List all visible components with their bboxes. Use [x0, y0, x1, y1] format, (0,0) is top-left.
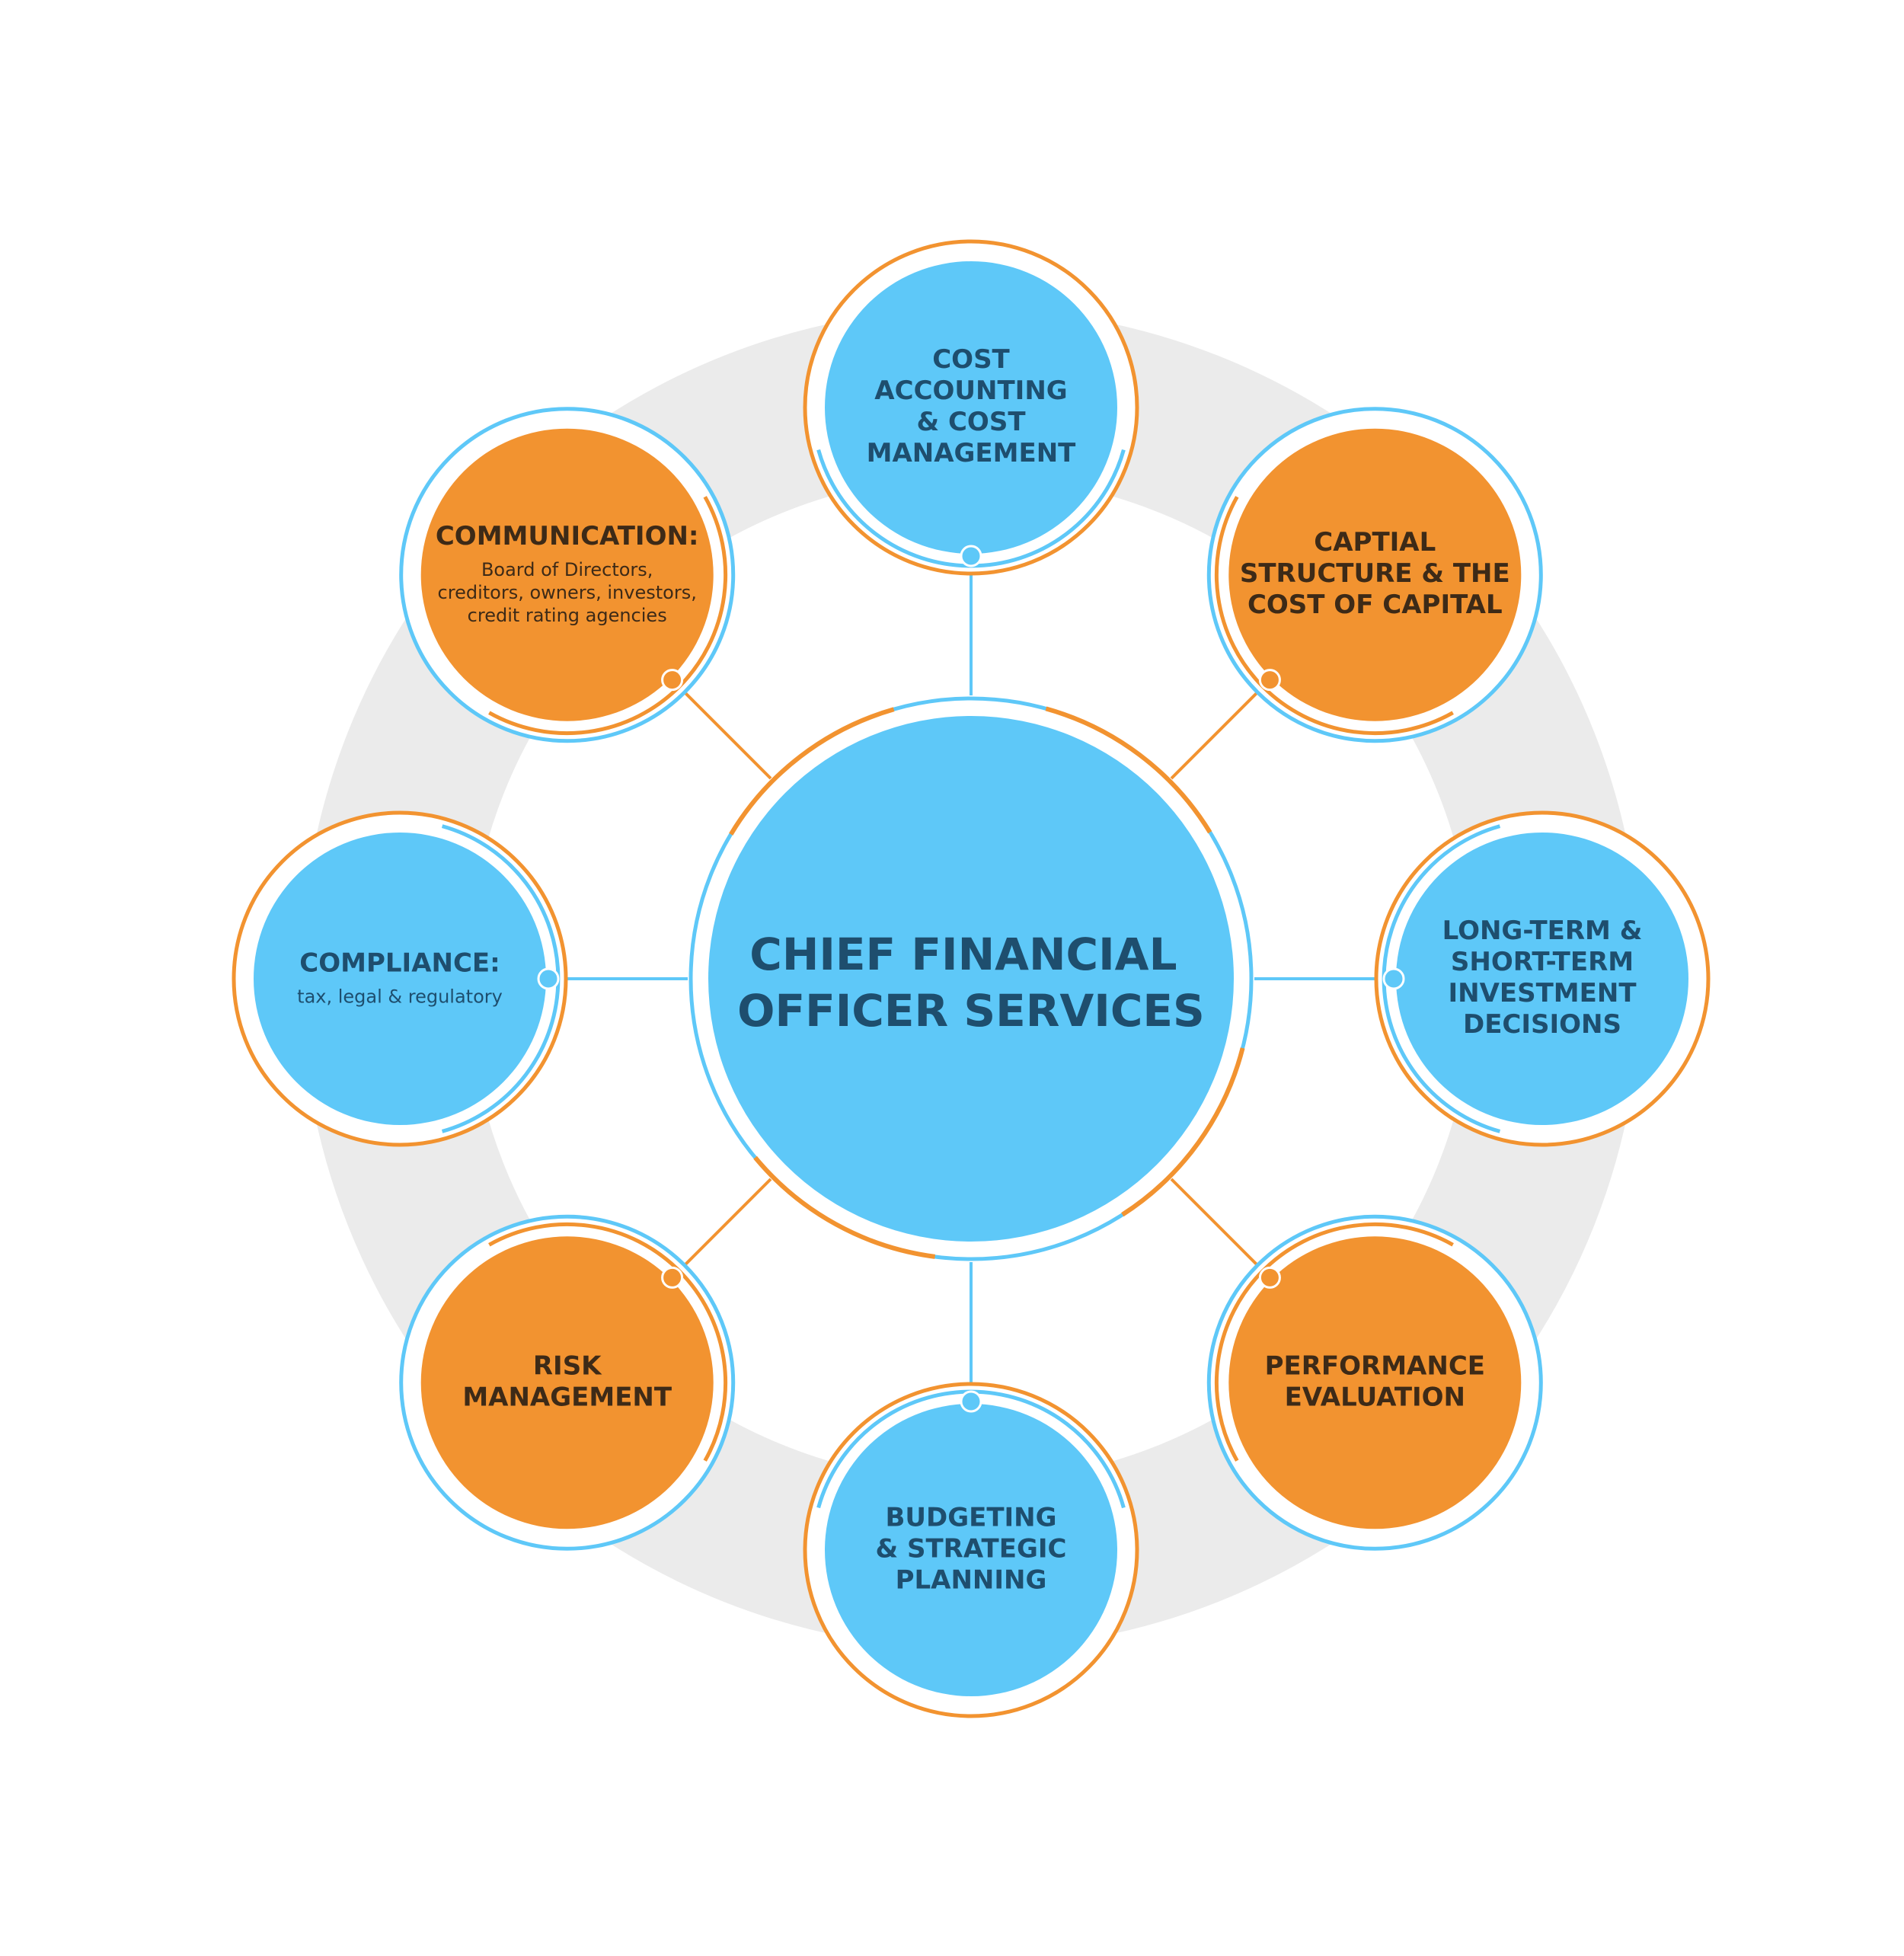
node-title-line: RISK [533, 1350, 602, 1381]
node-subtitle-line: tax, legal & regulatory [297, 986, 503, 1008]
node-disc [420, 428, 714, 721]
connector-dot [661, 669, 684, 692]
center-outer-ring [688, 696, 1254, 1261]
node-title-line: COMPLIANCE: [299, 948, 500, 979]
node-disc [1396, 833, 1688, 1125]
node-title-line: & STRATEGIC [876, 1534, 1067, 1564]
center-accent-arc [1121, 1047, 1245, 1217]
connector-dot [1382, 967, 1405, 990]
connector-dot [661, 1266, 684, 1289]
connector-dot [537, 967, 560, 990]
node-title-line: SHORT-TERM [1451, 947, 1634, 977]
center-disc [708, 716, 1234, 1242]
node-subtitle-line: credit rating agencies [468, 605, 667, 626]
node-subtitle-line: Board of Directors, [481, 559, 653, 580]
center-accent-arc [753, 1155, 935, 1259]
connector-line [1170, 1178, 1258, 1266]
center-accent-arc [729, 707, 895, 836]
connector-dot [960, 1390, 982, 1413]
node-compliance: COMPLIANCE: tax, legal & regulatory [232, 810, 568, 1147]
node-disc [1228, 428, 1522, 721]
connector-dot [1258, 1266, 1281, 1289]
node-disc [254, 833, 546, 1125]
center-title-line: OFFICER SERVICES [737, 985, 1205, 1037]
center-title: CHIEF FINANCIAL OFFICER SERVICES [737, 928, 1205, 1037]
node-disc [1228, 1236, 1522, 1529]
connector-dot [960, 545, 982, 567]
center-accent-arc [1045, 706, 1212, 834]
connector-dot [1258, 669, 1281, 692]
node-disc [825, 261, 1117, 554]
node-label: COMPLIANCE: tax, legal & regulatory [297, 948, 503, 1008]
node-title-line: MANAGEMENT [867, 438, 1077, 468]
node-title-line: EVALUATION [1285, 1382, 1465, 1412]
node-title-line: ACCOUNTING [874, 376, 1067, 406]
node-subtitle-line: creditors, owners, investors, [438, 582, 697, 603]
node-title-line: CAPTIAL [1314, 527, 1436, 558]
node-title-line: PERFORMANCE [1265, 1350, 1485, 1381]
node-communication: COMMUNICATION: Board of Directors,credito… [399, 407, 736, 743]
node-title-line: BUDGETING [885, 1503, 1056, 1533]
connector-line [684, 1178, 772, 1266]
node-label: COMMUNICATION: Board of Directors,credito… [436, 521, 699, 626]
node-disc [420, 1236, 714, 1529]
node-title-line: COST OF CAPITAL [1248, 590, 1503, 620]
node-title-line: COST [932, 344, 1010, 375]
node-title-line: COMMUNICATION: [436, 521, 699, 551]
center-title-line: CHIEF FINANCIAL [749, 928, 1177, 980]
node-title-line: PLANNING [896, 1565, 1047, 1596]
node-title-line: STRUCTURE & THE [1240, 558, 1510, 589]
node-title-line: LONG-TERM & [1442, 916, 1643, 946]
node-disc [825, 1404, 1117, 1696]
connector-line [684, 692, 772, 780]
node-title-line: INVESTMENT [1448, 978, 1637, 1008]
node-title-line: MANAGEMENT [462, 1382, 672, 1412]
center-hub: CHIEF FINANCIAL OFFICER SERVICES [688, 696, 1254, 1261]
connectors-layer [567, 575, 1375, 1382]
node-title-line: DECISIONS [1463, 1009, 1621, 1040]
node-title-line: & COST [916, 407, 1026, 437]
connector-line [1170, 692, 1258, 780]
